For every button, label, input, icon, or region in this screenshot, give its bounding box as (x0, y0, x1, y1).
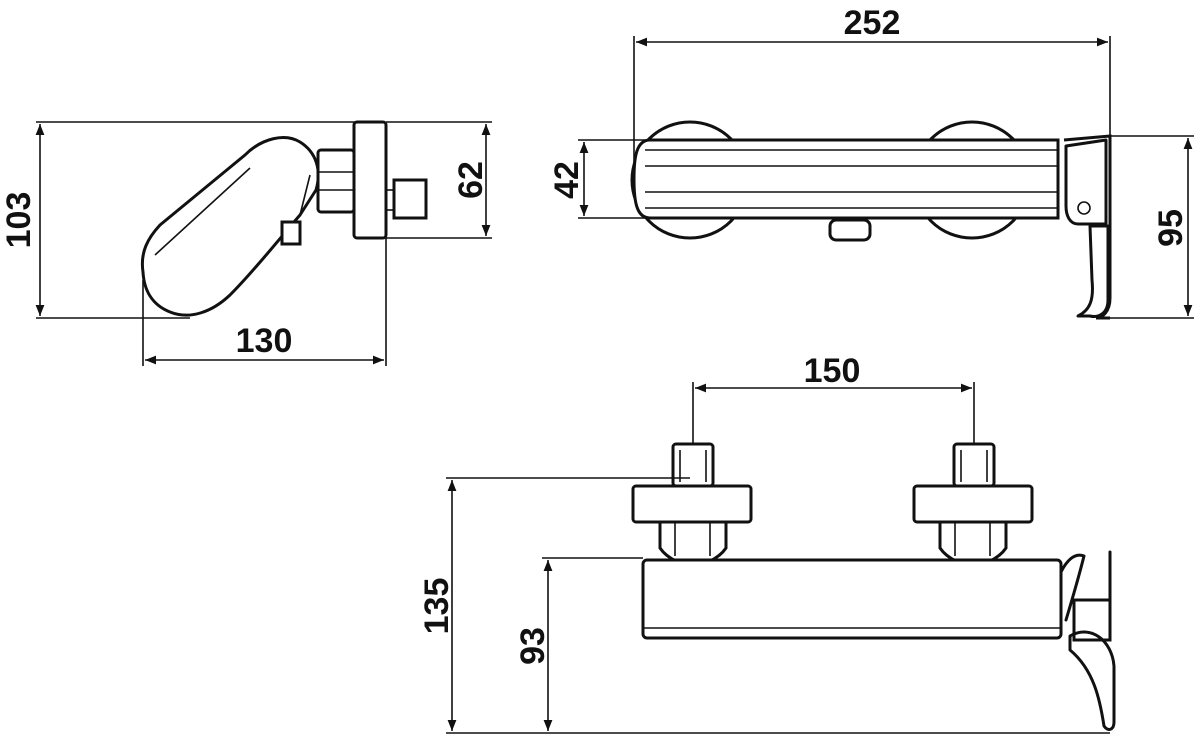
front-view-body (641, 558, 1063, 640)
dim-252-label: 252 (844, 4, 901, 42)
dim-150-label: 150 (804, 352, 861, 390)
front-view-inlet-left (671, 442, 715, 488)
dim-95-label: 95 (1152, 209, 1190, 247)
dim-103-label: 103 (0, 192, 38, 249)
top-view: 252 42 95 (548, 4, 1194, 320)
side-view-cartridge (280, 148, 356, 246)
top-view-body (632, 138, 1060, 220)
dim-95: 95 (1110, 135, 1194, 319)
dim-42-label: 42 (548, 161, 586, 199)
front-view-lever (1059, 550, 1116, 731)
dim-150: 150 (692, 352, 975, 444)
dim-135: 135 (418, 477, 1110, 734)
dim-103: 103 (0, 121, 360, 319)
dim-135-label: 135 (418, 578, 456, 635)
side-view-wall-plate (352, 120, 388, 240)
front-view-flange-left (631, 484, 753, 524)
side-view: 103 130 62 (0, 120, 492, 366)
top-view-lever (1063, 134, 1112, 320)
dim-62: 62 (386, 121, 492, 239)
dim-93-label: 93 (514, 627, 552, 665)
dim-130: 130 (142, 238, 387, 366)
top-view-outlet (828, 218, 872, 242)
front-view-inlet-right (952, 442, 996, 488)
front-view-flange-right (912, 484, 1034, 524)
dim-93: 93 (514, 557, 643, 731)
front-view: 150 135 93 (418, 352, 1116, 734)
dim-42: 42 (548, 139, 650, 219)
dim-130-label: 130 (236, 322, 293, 360)
dim-62-label: 62 (452, 161, 490, 199)
dim-252: 252 (633, 4, 1111, 178)
side-view-lever (140, 136, 320, 317)
side-view-inlet-nut (392, 178, 428, 220)
front-view-eccentric-right (938, 520, 1008, 568)
